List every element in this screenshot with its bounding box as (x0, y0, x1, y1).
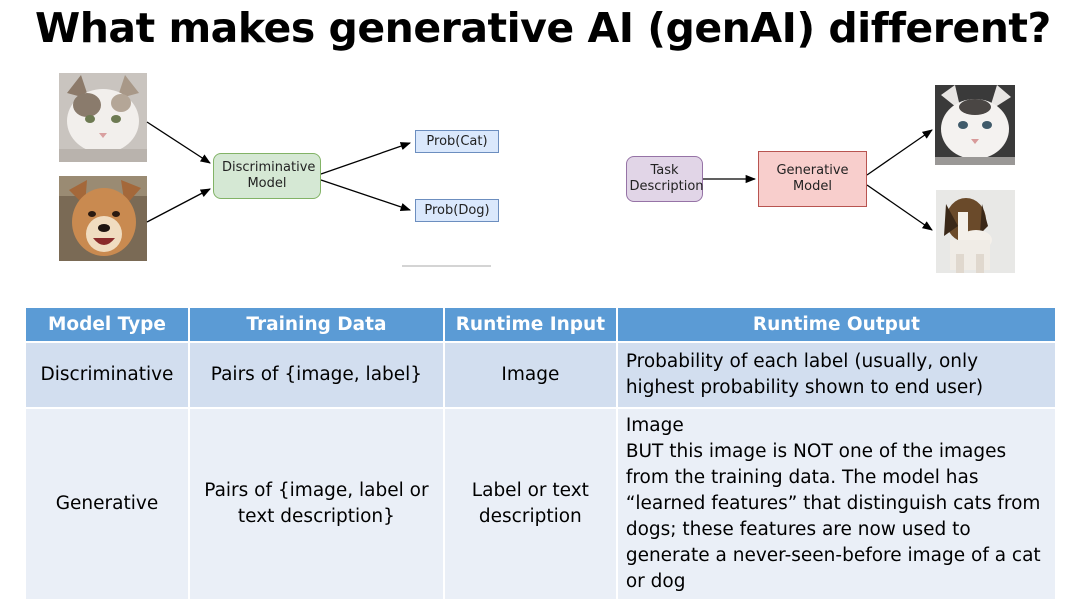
generative-model-label: Generative Model (776, 163, 849, 194)
prob-dog-label: Prob(Dog) (424, 202, 490, 218)
training-data-text: Pairs of {image, label or text descripti… (204, 480, 429, 527)
prob-dog-box: Prob(Dog) (415, 199, 499, 222)
prob-cat-label: Prob(Cat) (426, 133, 488, 149)
discriminative-model-box: Discriminative Model (213, 153, 321, 199)
cell-training-data: Pairs of {image, label or text descripti… (188, 407, 445, 599)
dog-photo-output (936, 190, 1015, 273)
comparison-table: Model Type Training Data Runtime Input R… (26, 308, 1058, 599)
cat-photo-input (59, 73, 147, 162)
header-model-type: Model Type (26, 308, 190, 342)
dog-photo-input (59, 176, 147, 261)
diagram-arrows (146, 121, 933, 267)
table-row: Discriminative Pairs of {image, label} I… (26, 341, 1058, 408)
task-description-label: Task Description (629, 163, 704, 194)
cell-training-data: Pairs of {image, label} (188, 341, 445, 408)
cell-model-type: Generative (26, 407, 190, 599)
cell-runtime-input: Label or text description (443, 407, 618, 599)
runtime-output-title: Image (625, 415, 684, 436)
discriminative-model-label: Discriminative Model (222, 160, 316, 191)
task-description-box: Task Description (626, 156, 704, 202)
cell-runtime-output: Image BUT this image is NOT one of the i… (616, 407, 1058, 599)
cat-photo-output (935, 85, 1015, 165)
header-training-data: Training Data (188, 308, 445, 342)
table-header-row: Model Type Training Data Runtime Input R… (26, 308, 1058, 342)
cell-runtime-input: Image (443, 341, 618, 408)
runtime-output-text: BUT this image is NOT one of the images … (625, 441, 1041, 592)
header-runtime-input: Runtime Input (443, 308, 618, 342)
cell-runtime-output: Probability of each label (usually, only… (616, 341, 1058, 408)
generative-model-box: Generative Model (758, 151, 867, 207)
slide-title: What makes generative AI (genAI) differe… (35, 4, 1051, 52)
runtime-input-text: Label or text description (471, 480, 589, 527)
prob-cat-box: Prob(Cat) (415, 130, 499, 153)
header-runtime-output: Runtime Output (616, 308, 1058, 342)
table-row: Generative Pairs of {image, label or tex… (26, 407, 1058, 599)
cell-model-type: Discriminative (26, 341, 190, 408)
